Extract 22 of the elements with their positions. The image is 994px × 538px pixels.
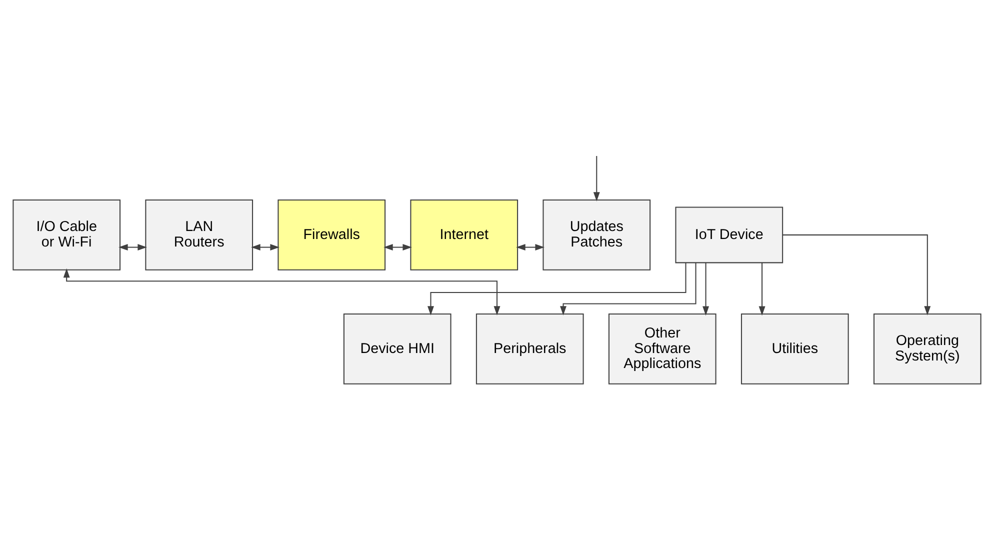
arrow xyxy=(251,244,280,250)
arrow xyxy=(782,234,931,315)
node-box: Peripherals xyxy=(476,313,584,384)
arrow xyxy=(516,244,544,250)
arrow xyxy=(593,155,600,201)
node-box: IoT Device xyxy=(675,206,784,263)
arrow xyxy=(118,244,147,250)
arrow xyxy=(702,262,710,316)
arrow xyxy=(560,262,696,315)
arrow xyxy=(63,268,500,315)
arrow xyxy=(428,262,686,315)
node-box: Operating System(s) xyxy=(873,313,982,384)
node-box: Updates Patches xyxy=(542,199,651,270)
node-box: Internet xyxy=(410,199,518,270)
arrow xyxy=(384,244,412,250)
node-box: Other Software Applications xyxy=(608,313,716,384)
node-box: I/O Cable or Wi-Fi xyxy=(12,199,121,270)
node-box: Firewalls xyxy=(278,199,386,270)
node-box: LAN Routers xyxy=(145,199,254,270)
arrow xyxy=(758,262,766,316)
node-box: Device HMI xyxy=(343,313,452,384)
node-box: Utilities xyxy=(740,313,849,384)
